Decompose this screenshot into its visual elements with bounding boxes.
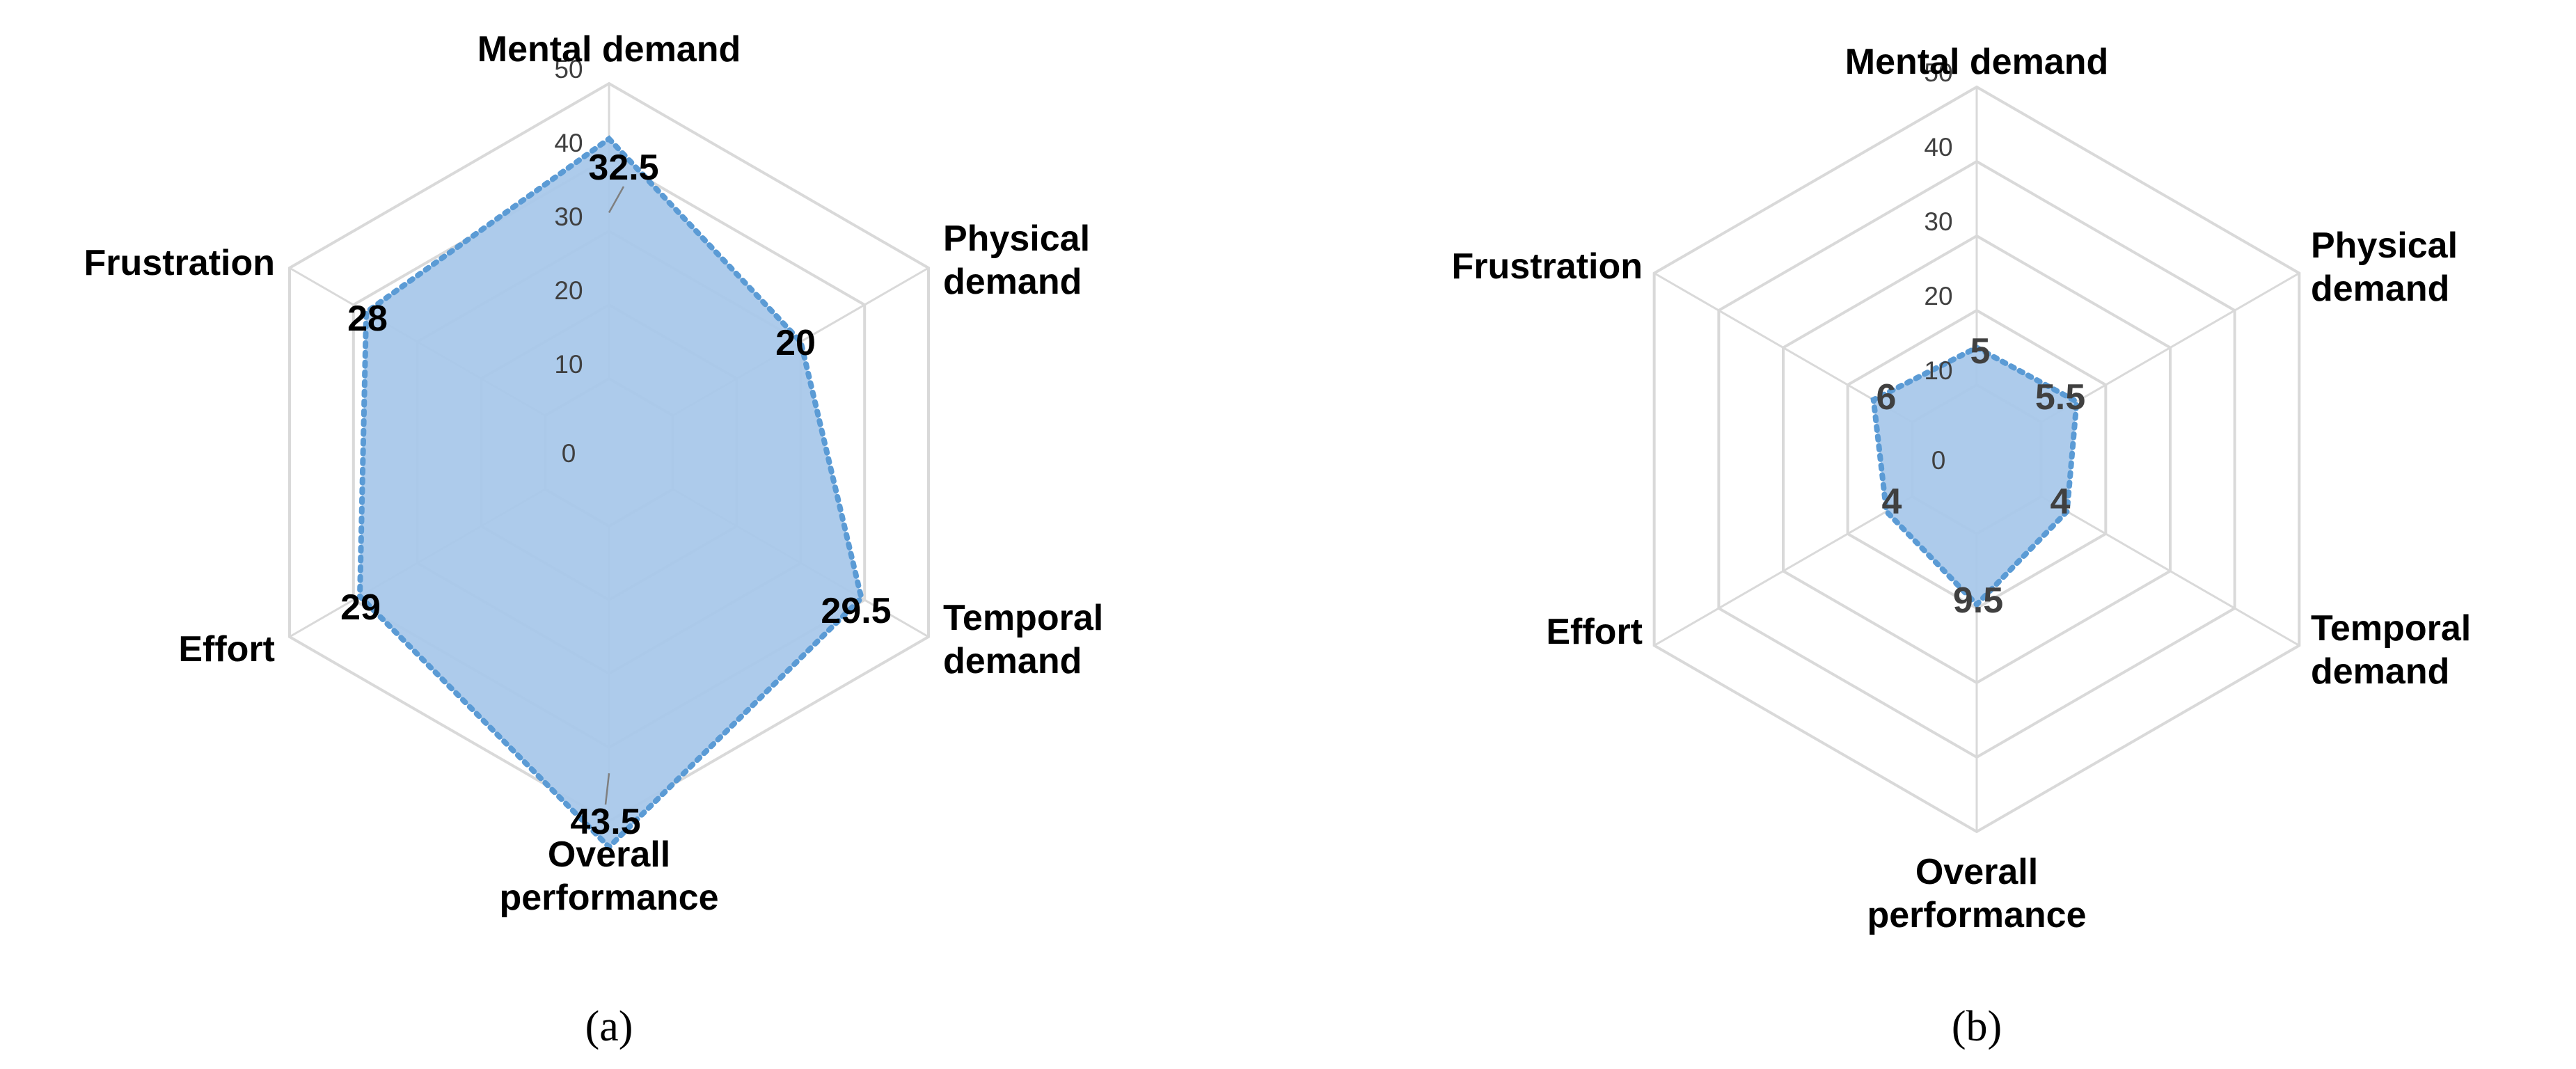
data-label: 28 [347,299,388,339]
axis-label: performance [1867,895,2087,935]
data-label: 5.5 [2035,377,2085,418]
axis-label: Temporal [2311,608,2471,649]
axis-spoke [1653,496,1913,647]
data-label: 5 [1970,331,1991,372]
data-label: 43.5 [570,802,640,842]
series-area [356,135,865,851]
axis-label: demand [943,262,1082,302]
data-label: 4 [2050,482,2071,522]
grid [1652,85,2301,834]
axis-spoke [2040,272,2300,423]
series-area [1870,344,2080,609]
leader-line [604,773,610,805]
axis-label: Overall [548,834,670,875]
axis-label: performance [500,878,719,918]
axis-label: Mental demand [477,29,741,70]
axis-spoke [1653,272,1913,423]
axis-label: demand [943,641,1082,681]
tick-label: 50 [1924,58,1952,87]
leader-line [608,186,625,214]
panel-label: (a) [585,1003,633,1050]
tick-label: 10 [554,350,583,379]
panel-label: (b) [1952,1003,2002,1050]
tick-label: 30 [554,203,583,231]
radar-chart-b: 0 10 20 30 40 50 5 5.5 4 9.5 4 6 Mental demandPhysic… [1452,42,2472,1050]
data-label: 4 [1882,482,1902,522]
axis-label: Frustration [1452,246,1643,287]
data-label: 6 [1876,377,1897,418]
axis-label: Frustration [84,243,275,283]
tick-label: 40 [554,129,583,157]
axis-label: Temporal [943,598,1103,638]
tick-label: 20 [1924,282,1952,310]
radar-chart-a: 0 10 20 30 40 50 32.5 20 29.5 43.5 29 28 Mental dema… [84,29,1104,1050]
axis-label: Effort [1546,612,1643,652]
data-label: 32.5 [588,148,658,188]
tick-label: 0 [1931,446,1946,475]
axis-label: demand [2311,269,2449,309]
axis-label: Mental demand [1845,42,2109,82]
data-label: 29.5 [821,591,891,631]
data-label: 20 [775,323,816,363]
data-label: 9.5 [1953,580,2003,621]
axis-spoke [2040,496,2300,647]
axis-label: Overall [1915,852,2038,892]
data-label: 29 [340,587,381,628]
tick-label: 20 [554,276,583,305]
tick-label: 10 [1924,356,1952,385]
axis-label: Physical [2311,225,2458,266]
axis-label: Effort [178,629,275,670]
axis-label: demand [2311,651,2449,692]
tick-label: 0 [562,439,576,468]
tick-label: 50 [554,55,583,84]
tick-label: 30 [1924,207,1952,236]
axis-label: Physical [943,219,1090,259]
tick-label: 40 [1924,133,1952,161]
